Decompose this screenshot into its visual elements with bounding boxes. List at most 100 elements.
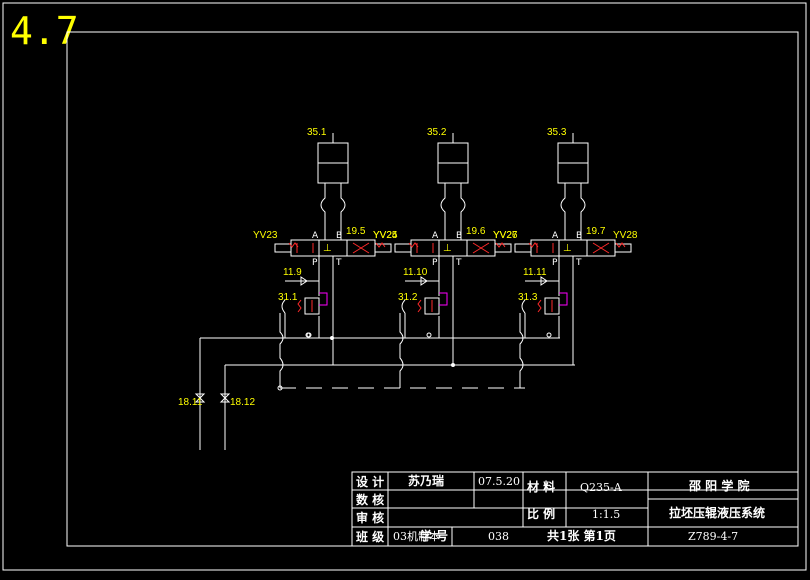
valve-label: 19.6 [466,226,486,237]
valve-label-18-11: 18.11 [178,397,203,408]
relief-spring [537,299,542,313]
coil-label-right: YV24 [373,230,398,241]
valve-spool-box [410,239,440,257]
port-p-label: P [432,258,438,268]
title-block [351,471,799,547]
junction [546,332,552,338]
throttle-symbol [300,276,308,286]
port-b-line [580,183,586,240]
coil-label-right: YV28 [613,230,638,241]
class-label: 班 级 [356,529,384,544]
port-a-line [320,183,326,240]
throttle-label: 11.10 [403,267,428,278]
cylinder-label: 35.2 [427,127,447,138]
flow-arrow-cross [472,242,490,254]
inner-frame [66,31,799,547]
flow-arrow-cross [592,242,610,254]
drawing-number: Z789-4-7 [688,530,738,543]
valve-label: 19.5 [346,226,366,237]
school-name: 邵 阳 学 院 [688,478,750,493]
designer-name: 苏乃瑞 [408,473,444,488]
piston [437,142,469,164]
port-t-label: T [455,258,462,268]
relief-spring [297,299,302,313]
coil-label-left: YV23 [253,230,278,241]
port-t-label: T [335,258,342,268]
piston [557,142,589,164]
relief-valve-body [304,297,320,315]
coil-label-right: YV26 [493,230,518,241]
port-b-line [340,183,346,240]
throttle-symbol [420,276,428,286]
branch-crossover [401,299,406,314]
piston [317,142,349,164]
cylinder-label: 35.3 [547,127,567,138]
center-position-mark: ⊥ [323,243,332,254]
port-a-label: A [312,231,319,241]
port-b-label: B [456,231,462,241]
drain-crossover [519,313,524,388]
spring-right [495,242,506,248]
coil-label-left: YV25 [373,230,398,241]
junction [426,332,432,338]
junction [305,332,311,338]
relief-label: 31.1 [278,292,298,303]
material-value: Q235-A [580,481,623,494]
port-p-label: P [552,258,558,268]
ball-valve [219,393,231,403]
port-b-label: B [576,231,582,241]
sheet-count: 共1张 第1页 [547,528,616,543]
solenoid-left [514,243,532,253]
port-a-line [440,183,446,240]
relief-label: 31.3 [518,292,538,303]
cylinder-label: 35.1 [307,127,327,138]
port-t-label: T [575,258,582,268]
outer-border [2,2,807,571]
coil-label-left: YV27 [493,230,518,241]
design-label: 设 计 [356,474,384,489]
student-no: 038 [488,530,509,543]
valve-label: 19.7 [586,226,606,237]
branch-crossover [521,299,526,314]
spring-right [615,242,626,248]
design-date: 07.5.20 [478,475,520,488]
drawing-title: 拉坯压辊液压系统 [669,505,765,520]
center-position-mark: ⊥ [443,243,452,254]
class-value: 03机制本 [393,529,440,543]
sheet-number: 4.7 [10,9,79,53]
pilot-check [319,292,328,306]
valve-spool-box [530,239,560,257]
center-position-mark: ⊥ [563,243,572,254]
throttle-label: 11.9 [283,267,302,278]
valve-unit-1: 35.1 ⊥ YV23 YV24 19.5 A B P T 11.9 31.1 [253,127,398,365]
port-p-label: P [312,258,318,268]
material-label: 材 料 [526,479,555,494]
solenoid-left [394,243,412,253]
valve-spool-box [290,239,320,257]
relief-valve-body [544,297,560,315]
port-b-label: B [336,231,342,241]
proof-label: 数 核 [356,492,384,507]
drain-crossover [399,313,404,388]
flow-arrow-cross [352,242,370,254]
throttle-label: 11.11 [523,267,547,278]
drain-crossover [279,313,284,388]
junction [451,363,455,367]
review-label: 审 核 [356,510,384,525]
relief-spring [417,299,422,313]
valve-unit-2: 35.2 ⊥ YV25 YV26 19.6 A B P T 11.10 31.2 [373,127,518,365]
branch-crossover [281,299,286,314]
port-a-line [560,183,566,240]
pilot-check [559,292,568,306]
scale-label: 比 例 [527,506,555,521]
pilot-check [439,292,448,306]
solenoid-left [274,243,292,253]
valve-label-18-12: 18.12 [230,397,255,408]
port-b-line [460,183,466,240]
spring-right [375,242,386,248]
port-a-label: A [432,231,439,241]
relief-label: 31.2 [398,292,418,303]
